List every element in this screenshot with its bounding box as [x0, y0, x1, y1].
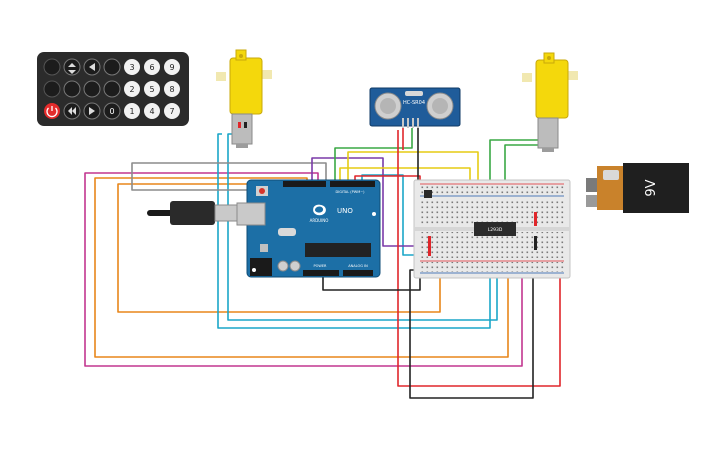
- remote-key: [103, 102, 121, 120]
- arduino-pin-label: DIGITAL (PWM~): [335, 190, 365, 194]
- remote-digit-key: [144, 81, 160, 97]
- remote-digit-label: 0: [109, 107, 114, 116]
- remote-digit-key: [164, 81, 180, 97]
- remote-digit-key: [124, 81, 140, 97]
- remote-digit-key: [144, 59, 160, 75]
- remote-key: [43, 58, 61, 76]
- remote-digit-label: 8: [169, 85, 174, 94]
- wire-black-arduino: [322, 268, 421, 291]
- arduino-model: UNO: [337, 207, 353, 215]
- dc-motor-right: [522, 52, 578, 152]
- wire-magenta: [84, 172, 523, 367]
- remote-digit-key: [164, 103, 180, 119]
- wire-cyan-outer: [217, 133, 491, 329]
- remote-key: [103, 58, 121, 76]
- wire-purple: [311, 157, 433, 247]
- remote-digit-key: [124, 59, 140, 75]
- remote-digit-label: 2: [129, 85, 134, 94]
- wire-cyan-top: [361, 174, 428, 256]
- breadboard: L293D: [413, 179, 571, 279]
- wire-orange-outer: [94, 177, 509, 358]
- arduino-pin-label: ANALOG IN: [348, 264, 368, 268]
- remote-digit-label: 1: [129, 107, 134, 116]
- wire-gray: [131, 162, 327, 191]
- remote-key: [43, 80, 61, 98]
- remote-key: [83, 80, 101, 98]
- remote-digit-label: 4: [149, 107, 154, 116]
- remote-digit-label: 9: [169, 63, 174, 72]
- arduino-logo: ARDUINO: [310, 218, 329, 223]
- ultrasonic-sensor: HC-SR04: [369, 87, 461, 128]
- dc-motor-left: [216, 49, 272, 148]
- remote-digit-label: 7: [169, 107, 174, 116]
- play-pause-icon: [68, 63, 76, 74]
- sensor-label: HC-SR04: [403, 100, 425, 106]
- remote-digit-label: 3: [129, 63, 134, 72]
- wire-red-battery: [397, 130, 561, 387]
- remote-digit-label: 5: [149, 85, 154, 94]
- remote-digit-key: [124, 103, 140, 119]
- remote-key: [63, 80, 81, 98]
- driver-label: L293D: [488, 227, 503, 233]
- remote-digit-key: [144, 103, 160, 119]
- battery-9v: 9V: [586, 163, 689, 213]
- arduino-pin-label: POWER: [314, 264, 328, 268]
- arduino-infinity-icon: [313, 204, 326, 216]
- battery-label: 9V: [644, 179, 659, 196]
- wire-green-sensor: [334, 128, 413, 183]
- arduino-uno: UNO ARDUINO DIGITAL (PWM~) POWER ANALOG …: [236, 179, 381, 278]
- remote-digit-key: [164, 59, 180, 75]
- usb-cable: [147, 201, 238, 225]
- remote-key: [103, 80, 121, 98]
- remote-digit-label: 6: [149, 63, 154, 72]
